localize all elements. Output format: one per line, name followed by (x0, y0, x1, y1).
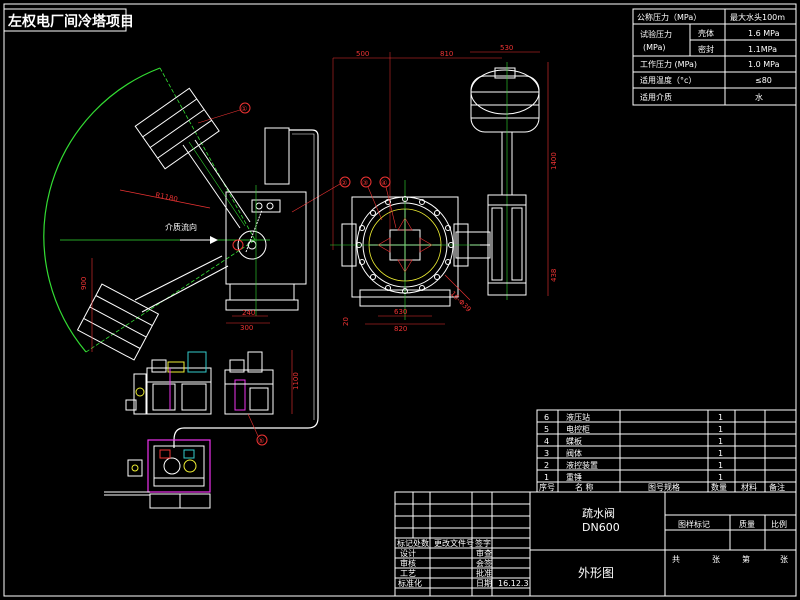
svg-text:更改文件号: 更改文件号 (434, 538, 474, 548)
svg-text:工艺: 工艺 (400, 569, 416, 578)
svg-text:1.0 MPa: 1.0 MPa (748, 60, 780, 69)
svg-text:设计: 设计 (400, 548, 416, 558)
svg-text:1100: 1100 (292, 372, 300, 390)
svg-text:密封: 密封 (698, 44, 714, 54)
left-side-view: R1180 介质流向 240 300 900 ① ② (43, 67, 351, 361)
part-no-5: 5 (544, 425, 549, 434)
flow-direction-label: 介质流向 (165, 222, 197, 232)
svg-text:240: 240 (242, 309, 255, 317)
callout-4: ④ (381, 179, 387, 187)
title-block: 疏水阀 DN600 外形图 图样标记 质量 比例 共 张 第 张 标记处数 更改… (394, 491, 797, 597)
svg-text:水: 水 (755, 92, 763, 102)
svg-text:438: 438 (550, 269, 558, 282)
svg-text:820: 820 (394, 325, 407, 333)
drawing-name: 外形图 (578, 566, 614, 580)
svg-text:300: 300 (240, 324, 253, 332)
callout-2: ② (341, 179, 347, 187)
part-qty-2: 1 (718, 461, 723, 470)
svg-text:适用介质: 适用介质 (640, 92, 672, 102)
svg-text:1.6 MPa: 1.6 MPa (748, 29, 780, 38)
svg-text:1.1MPa: 1.1MPa (748, 45, 777, 54)
radius-label: R1180 (155, 191, 179, 204)
svg-text:比例: 比例 (771, 519, 787, 529)
part-no-6: 6 (544, 413, 549, 422)
svg-text:试验压力: 试验压力 (640, 29, 672, 39)
part-no-4: 4 (544, 437, 549, 446)
svg-text:日期: 日期 (476, 579, 492, 588)
part-name-4: 蝶板 (566, 436, 582, 446)
callout-3: ③ (362, 179, 368, 187)
product-name: 疏水阀 (582, 506, 615, 520)
spec-table: 公称压力（MPa） 最大水头100m 试验压力 (MPa) 壳体 密封 1.6 … (632, 8, 797, 106)
svg-text:批准: 批准 (476, 568, 492, 578)
svg-text:20: 20 (342, 317, 350, 326)
svg-text:530: 530 (500, 44, 513, 52)
part-qty-6: 1 (718, 413, 723, 422)
svg-text:标记处数: 标记处数 (397, 538, 429, 548)
part-no-2: 2 (544, 461, 549, 470)
svg-text:工作压力 (MPa): 工作压力 (MPa) (640, 59, 697, 69)
svg-text:1400: 1400 (550, 152, 558, 170)
header-name: 名 称 (575, 482, 594, 492)
part-qty-5: 1 (718, 425, 723, 434)
swing-arc (43, 67, 161, 353)
svg-text:第: 第 (742, 554, 750, 564)
svg-text:审核: 审核 (400, 558, 416, 568)
part-qty-1: 1 (718, 473, 723, 482)
project-title: 左权电厂间冷塔项目 (7, 13, 134, 30)
parts-list: 6 液压站 1 5 电控柜 1 4 蝶板 1 3 阀体 1 2 液控装置 1 1… (536, 409, 797, 493)
hydraulic-station: 1100 ⑤ (125, 350, 300, 446)
header-code: 图号规格 (648, 482, 680, 492)
svg-text:900: 900 (80, 277, 88, 290)
svg-text:标准化: 标准化 (398, 578, 422, 588)
part-name-5: 电控柜 (566, 424, 590, 434)
svg-text:签字: 签字 (475, 538, 491, 548)
header-no: 序号 (539, 482, 555, 492)
svg-text:16-Φ39: 16-Φ39 (449, 290, 473, 314)
part-name-6: 液压站 (566, 412, 590, 422)
svg-text:共: 共 (672, 555, 680, 564)
svg-text:张: 张 (712, 555, 720, 564)
part-no-1: 1 (544, 473, 549, 482)
part-name-1: 重锤 (566, 472, 582, 482)
part-name-3: 阀体 (566, 448, 582, 458)
svg-text:公称压力（MPa）: 公称压力（MPa） (637, 12, 701, 22)
hydraulic-line (173, 129, 319, 448)
drawing-border (3, 3, 797, 597)
header-qty: 数量 (711, 482, 727, 492)
valve-front-view: 500 810 530 1400 438 (330, 44, 558, 333)
svg-text:图样标记: 图样标记 (678, 519, 710, 529)
svg-text:≤80: ≤80 (755, 76, 772, 85)
part-qty-3: 1 (718, 449, 723, 458)
svg-text:(MPa): (MPa) (643, 43, 666, 52)
svg-text:审查: 审查 (476, 548, 492, 558)
svg-text:630: 630 (394, 308, 407, 316)
header-remark: 备注 (769, 482, 785, 492)
svg-text:16.12.3: 16.12.3 (498, 579, 529, 588)
part-no-3: 3 (544, 449, 549, 458)
project-title-box (3, 8, 127, 32)
callout-5: ⑤ (258, 437, 264, 445)
svg-text:810: 810 (440, 50, 453, 58)
bolt-circle (356, 196, 454, 294)
header-material: 材料 (741, 482, 757, 492)
product-size: DN600 (582, 521, 620, 534)
control-cabinet (104, 439, 211, 509)
svg-text:壳体: 壳体 (698, 28, 714, 38)
svg-text:500: 500 (356, 50, 369, 58)
svg-text:会签: 会签 (476, 558, 492, 568)
svg-text:适用温度（°c）: 适用温度（°c） (640, 75, 696, 85)
part-qty-4: 1 (718, 437, 723, 446)
svg-text:张: 张 (780, 555, 788, 564)
part-name-2: 液控装置 (566, 460, 598, 470)
callout-1: ① (241, 105, 247, 113)
svg-text:最大水头100m: 最大水头100m (730, 12, 785, 22)
svg-text:质量: 质量 (739, 519, 755, 529)
